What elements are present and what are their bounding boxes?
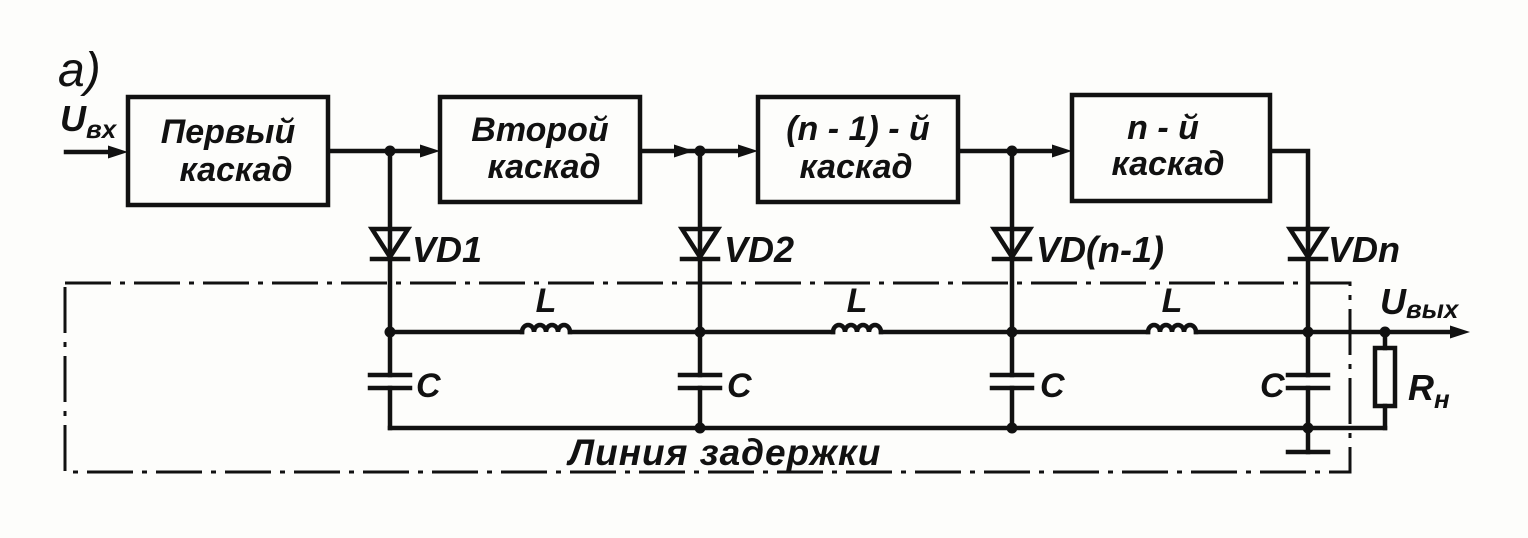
stage-4-input-arrowhead: [1052, 144, 1072, 158]
capacitor-4-label: C: [1260, 367, 1285, 405]
common-bus-dot: [1006, 422, 1018, 434]
output-voltage-label: Uвых: [1380, 281, 1460, 324]
diode-vd-n-1-label: VD(n-1): [1036, 229, 1164, 270]
ground-symbol: [1285, 425, 1331, 455]
stage-2-label-bottom: каскад: [487, 148, 600, 186]
inductor-1-coil: [519, 322, 573, 335]
inductor-3-coil: [1145, 322, 1199, 335]
diode-vdn: VDn: [1285, 225, 1400, 335]
stage-3-label-bottom: каскад: [799, 148, 912, 186]
capacitor-1: C: [367, 329, 441, 431]
output-arrowhead: [1450, 325, 1470, 339]
stage-1-label-bottom: каскад: [179, 151, 292, 189]
stage-2-label-top: Второй: [471, 111, 609, 149]
stage-1-label-top: Первый: [161, 113, 296, 151]
stage-2: Второй каскад: [437, 94, 643, 205]
diode-vd2-label: VD2: [724, 229, 794, 270]
wire-stage1-to-stage2: [327, 144, 440, 158]
stage-4-label-top: n - й: [1127, 109, 1199, 147]
stage-4-frame: [1069, 92, 1273, 204]
stage-4: n - й каскад: [1069, 92, 1273, 204]
diode-vdn-label: VDn: [1328, 229, 1400, 270]
inductor-3-label: L: [1162, 282, 1183, 320]
wire-stage3-to-stage4: [957, 144, 1072, 158]
stage-2-input-arrowhead: [420, 144, 440, 158]
diode-vd1: VD1: [367, 148, 482, 335]
stage-1: Первый каскад: [125, 94, 331, 208]
load-resistor-subscript: н: [1434, 384, 1450, 414]
common-bus-dot: [694, 422, 706, 434]
wire-stage4-output: [1269, 148, 1311, 231]
figure-label: а): [58, 44, 101, 97]
capacitor-2: C: [677, 329, 752, 431]
inductor-2-label: L: [847, 282, 868, 320]
input-voltage-subscript: вх: [86, 114, 118, 144]
capacitor-1-label: C: [416, 367, 441, 405]
stage-3-label-top: (n - 1) - й: [786, 110, 930, 148]
delay-line-label: Линия задержки: [566, 432, 882, 473]
stage-4-label-bottom: каскад: [1111, 145, 1224, 183]
delay-line-frame: [63, 281, 1352, 474]
diode-vd1-label: VD1: [412, 229, 482, 270]
output-voltage-symbol: U: [1380, 281, 1407, 322]
capacitor-3-label: C: [1040, 367, 1065, 405]
stage-2-output-arrowhead: [674, 144, 694, 158]
diode-vdn-triangle: [1285, 226, 1331, 262]
output-voltage-subscript: вых: [1406, 294, 1460, 324]
capacitor-3: C: [989, 329, 1065, 431]
load-resistor-symbol: R: [1408, 367, 1434, 408]
input-voltage-symbol: U: [60, 98, 87, 139]
diode-vd2: VD2: [677, 148, 794, 335]
diode-vd-n-1: VD(n-1): [989, 148, 1164, 335]
diode-vd-n-1-triangle: [989, 226, 1035, 262]
signal-bus: [384, 322, 1470, 339]
stage-3-input-arrowhead: [738, 144, 758, 158]
capacitor-4: C: [1260, 329, 1331, 431]
diode-vd1-triangle: [367, 226, 413, 262]
load-resistor-label: Rн: [1408, 367, 1450, 414]
diode-vd2-triangle: [677, 226, 723, 262]
inductor-1-label: L: [536, 282, 557, 320]
wire-stage2-to-stage3: [639, 144, 758, 158]
load-resistor: [1372, 329, 1398, 431]
capacitor-2-label: C: [727, 367, 752, 405]
input-voltage-label: Uвх: [60, 98, 118, 144]
input-arrow: [63, 145, 128, 159]
input-arrowhead: [108, 145, 128, 159]
inductor-2-coil: [830, 322, 884, 335]
